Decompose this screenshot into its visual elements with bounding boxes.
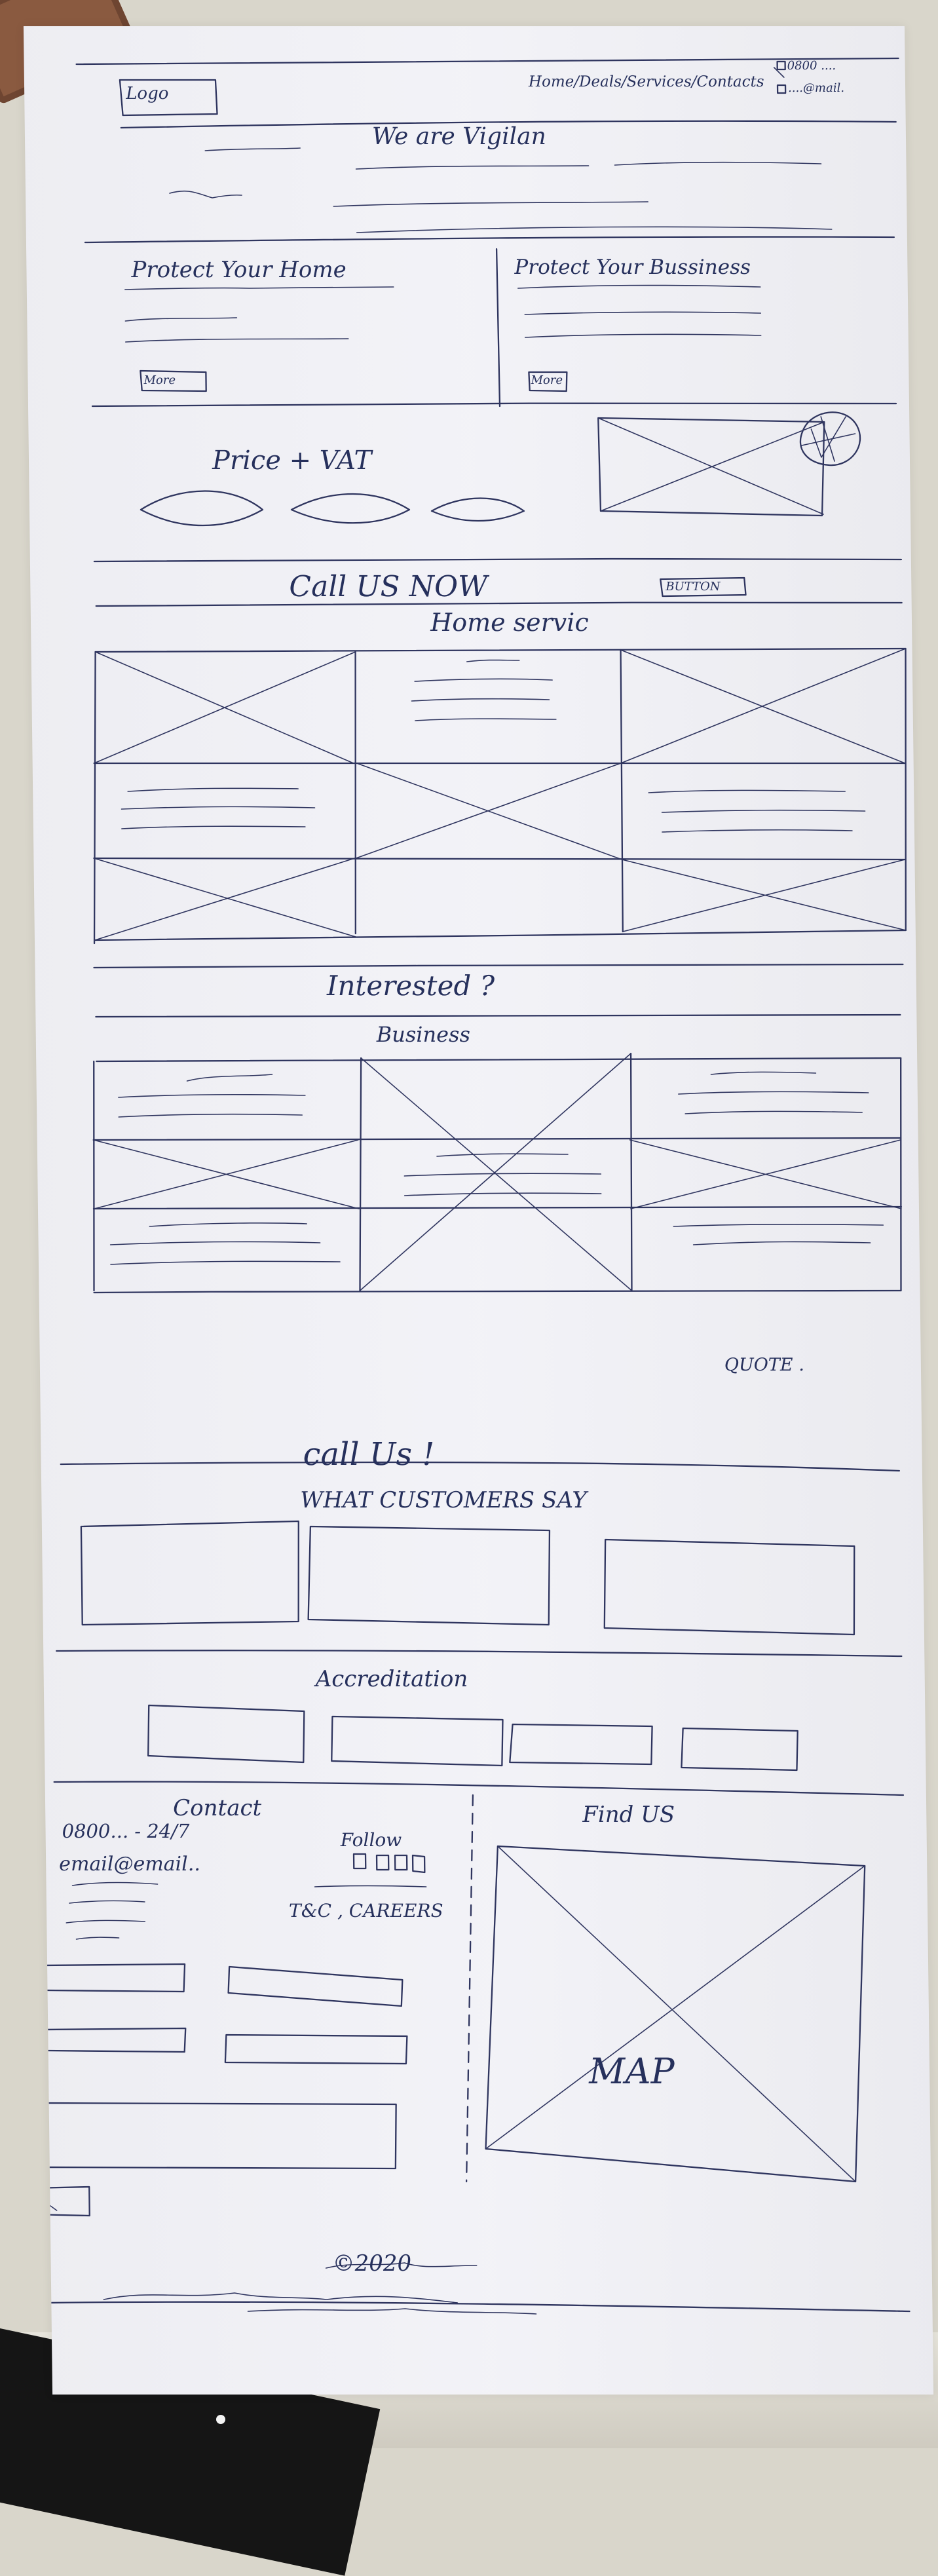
wireframe-paper: Logo Home/Deals/Services/Contacts 0800 .… [23, 26, 934, 2395]
header-phone[interactable]: 0800 .... [787, 59, 836, 73]
header-email[interactable]: ....@mail. [787, 81, 845, 95]
contact-phone[interactable]: 0800... - 24/7 [62, 1820, 190, 1842]
call-us-now-label: Call US NOW [289, 570, 488, 603]
accreditations-title: Accreditation [315, 1666, 468, 1692]
sketch-lines [29, 57, 910, 2315]
protect-home-more-button[interactable]: More [143, 373, 176, 387]
home-services-title: Home servic [430, 608, 589, 637]
follow-title: Follow [340, 1829, 402, 1851]
copyright-text: ©2020 [332, 2250, 412, 2277]
map-label: MAP [588, 2051, 675, 2092]
contact-title: Contact [172, 1795, 262, 1821]
find-us-title: Find US [582, 1802, 675, 1828]
price-label: Price + VAT [212, 445, 372, 476]
call-us-now-button[interactable]: BUTTON [666, 580, 721, 594]
call-us-label: call Us ! [303, 1436, 435, 1473]
testimonials-title: WHAT CUSTOMERS SAY [300, 1487, 588, 1513]
footer-links[interactable]: T&C , CAREERS [288, 1900, 443, 1922]
logo-text[interactable]: Logo [125, 84, 169, 104]
contact-email[interactable]: email@email.. [58, 1853, 201, 1876]
main-navigation[interactable]: Home/Deals/Services/Contacts [528, 73, 764, 90]
light-reflection [216, 2415, 225, 2424]
protect-business-title: Protect Your Bussiness [514, 256, 751, 279]
protect-business-more-button[interactable]: More [531, 373, 563, 387]
protect-home-title: Protect Your Home [131, 257, 347, 283]
business-subtitle: Business [376, 1022, 471, 1047]
logo-box [119, 79, 218, 117]
quote-link[interactable]: QUOTE . [724, 1355, 804, 1375]
hero-title: We are Vigilan [371, 123, 547, 150]
interested-title: Interested ? [326, 970, 495, 1002]
